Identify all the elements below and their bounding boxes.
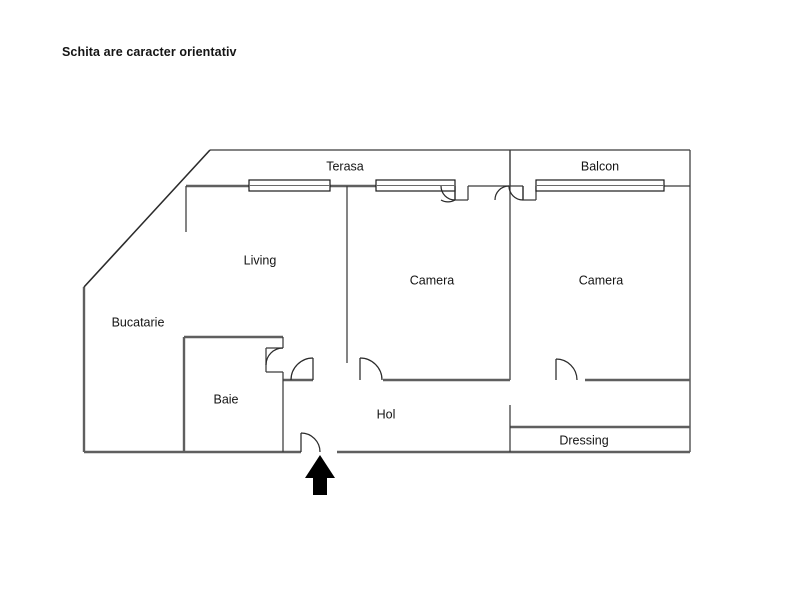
window-terasa-left	[248, 179, 331, 192]
door-balcon-camera2	[494, 185, 524, 201]
room-label-baie: Baie	[213, 392, 238, 406]
room-label-living: Living	[244, 253, 277, 267]
room-label-bucatarie: Bucatarie	[112, 315, 165, 329]
window-terasa-right	[375, 179, 456, 192]
interior-walls	[283, 150, 690, 452]
entrance-arrow	[305, 455, 335, 495]
room-labels: Terasa Balcon Living Camera Camera Bucat…	[112, 159, 624, 447]
page-title: Schita are caracter orientativ	[62, 45, 237, 59]
doors-group	[265, 185, 578, 453]
door-camera2-hol	[555, 358, 578, 381]
room-label-camera-2: Camera	[579, 273, 624, 287]
door-terasa-camera1	[440, 185, 456, 203]
door-camera1-hol	[359, 357, 383, 381]
room-label-balcon: Balcon	[581, 159, 619, 173]
room-label-terasa: Terasa	[326, 159, 364, 173]
bathroom-walls	[182, 335, 284, 452]
door-living-hol	[290, 357, 314, 381]
window-balcon	[535, 179, 665, 192]
door-entrance	[300, 432, 321, 453]
room-label-hol: Hol	[377, 407, 396, 421]
wall-diagonal-chamfer	[83, 149, 211, 288]
door-baie-hol	[265, 347, 284, 366]
windows-group	[248, 179, 665, 192]
room-label-camera-1: Camera	[410, 273, 455, 287]
wall-baie-right-upper	[265, 337, 284, 452]
room-label-dressing: Dressing	[559, 433, 608, 447]
outer-walls	[82, 149, 691, 454]
